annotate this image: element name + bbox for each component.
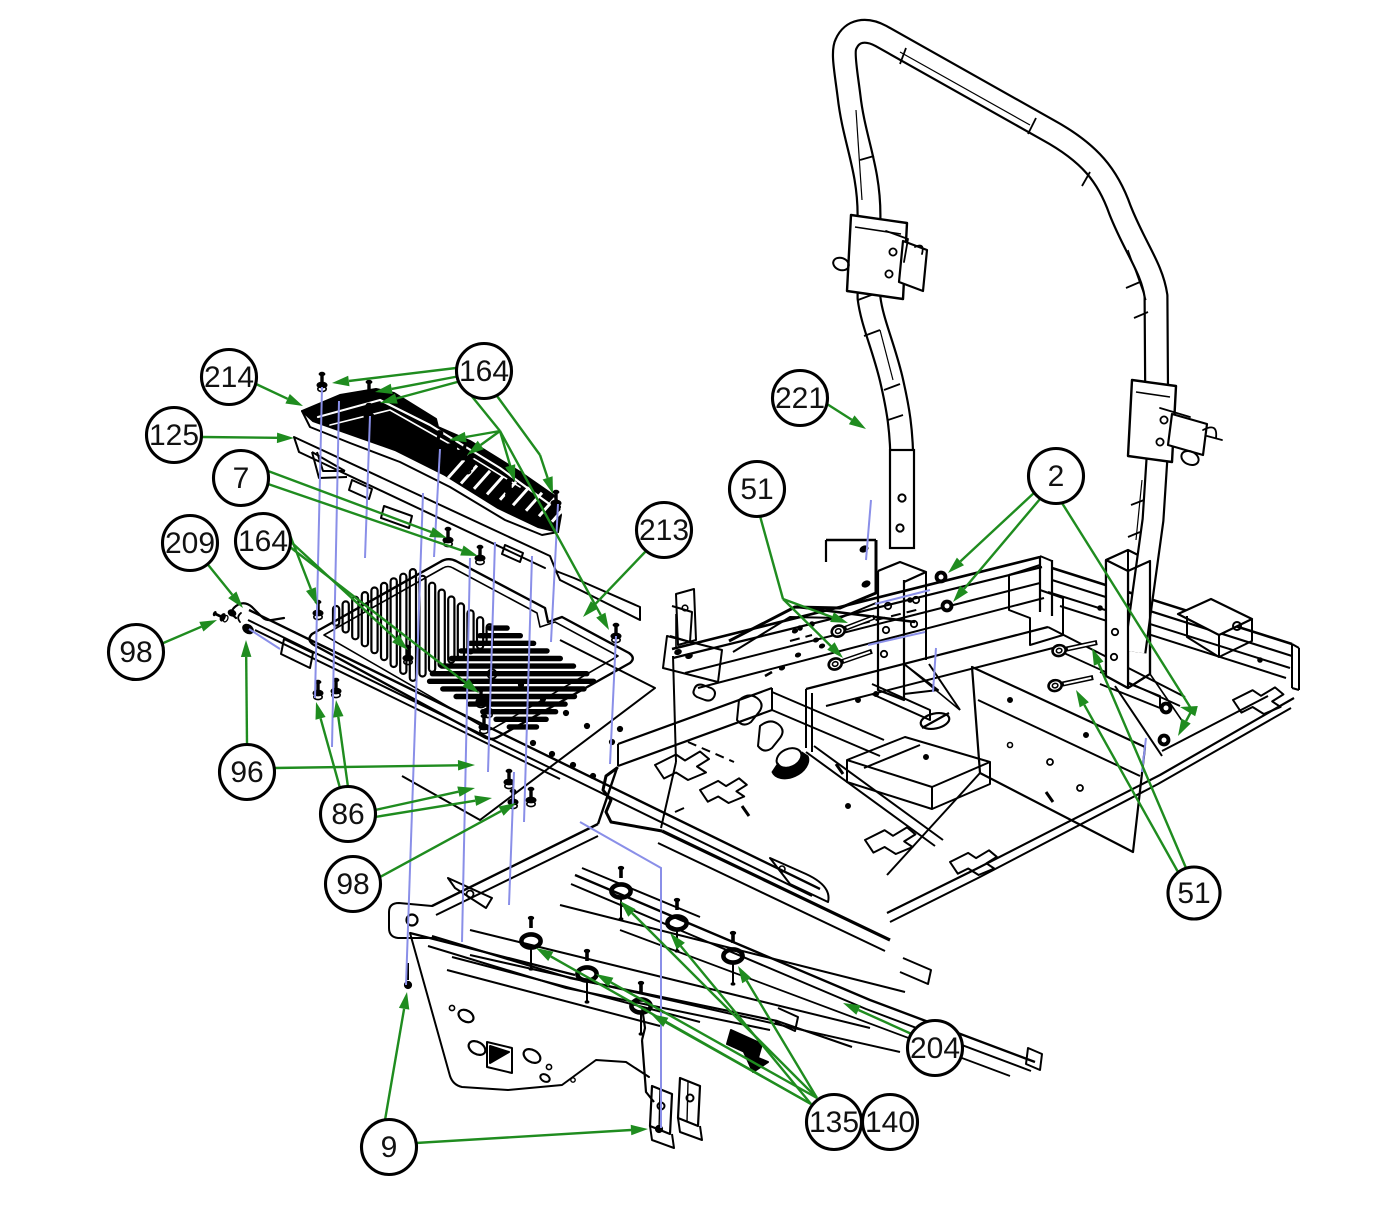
svg-text:51: 51 (1177, 877, 1210, 910)
svg-text:98: 98 (119, 636, 152, 669)
svg-text:209: 209 (165, 527, 215, 560)
svg-text:7: 7 (233, 462, 250, 495)
svg-text:125: 125 (149, 419, 199, 452)
svg-text:96: 96 (230, 756, 263, 789)
svg-text:164: 164 (238, 525, 288, 558)
svg-text:204: 204 (910, 1032, 960, 1065)
svg-text:98: 98 (336, 868, 369, 901)
svg-text:51: 51 (740, 473, 773, 506)
svg-text:86: 86 (331, 798, 364, 831)
svg-text:164: 164 (459, 355, 509, 388)
svg-text:140: 140 (865, 1106, 915, 1139)
svg-text:214: 214 (204, 361, 254, 394)
svg-text:221: 221 (775, 382, 825, 415)
svg-text:135: 135 (809, 1106, 859, 1139)
svg-text:9: 9 (381, 1131, 398, 1164)
svg-text:213: 213 (639, 514, 689, 547)
svg-text:2: 2 (1048, 460, 1065, 493)
